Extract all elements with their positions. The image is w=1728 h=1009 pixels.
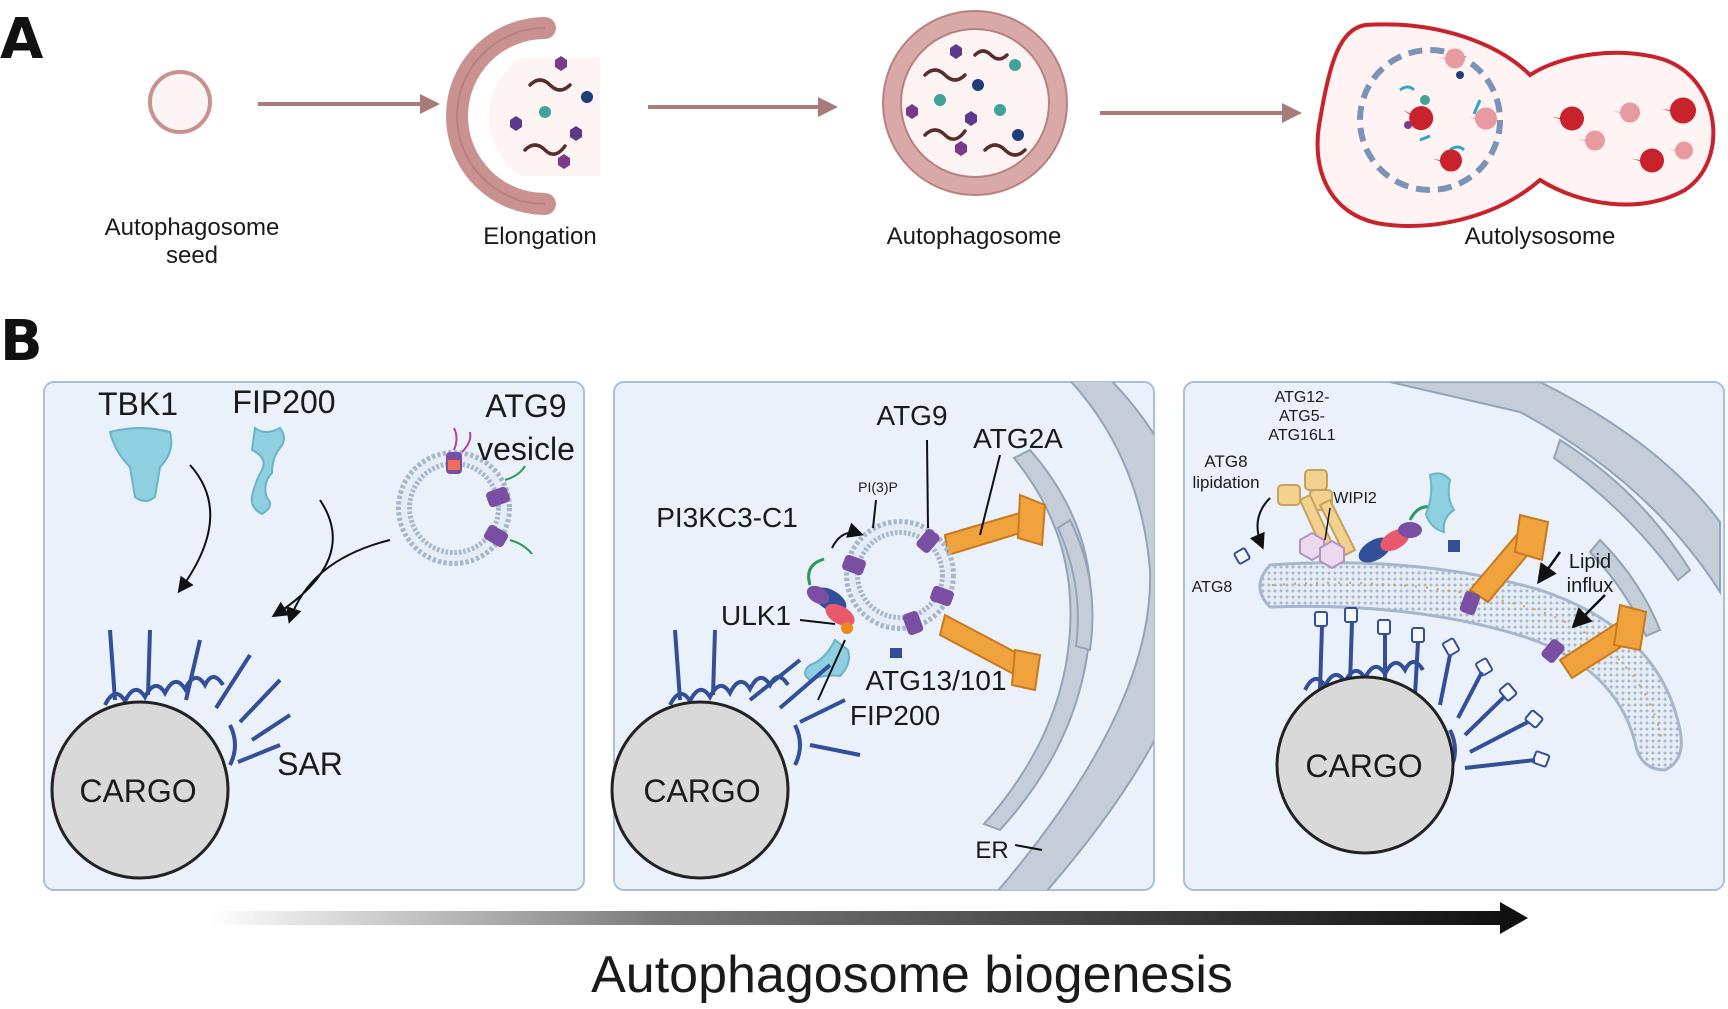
sar-receptors — [1303, 621, 1536, 771]
ulk1-label: ULK1 — [721, 600, 791, 631]
atg9-protein-icon — [1541, 639, 1565, 663]
atg8-label: ATG8 — [1192, 579, 1233, 596]
panel-a-letter: A — [0, 7, 44, 72]
atg12-label-line1: ATG12- — [1275, 389, 1330, 406]
atg8-lipidation-label-line1: ATG8 — [1204, 452, 1247, 471]
atg12-label-line2: ATG5- — [1279, 408, 1325, 425]
autolysosome-icon — [1315, 22, 1716, 228]
pi3kc3-label: PI3KC3-C1 — [656, 502, 798, 533]
pi3p-label: PI(3)P — [858, 479, 898, 495]
atg9-vesicle-icon — [396, 427, 533, 566]
atg8-lipidation-label-line2: lipidation — [1192, 473, 1259, 492]
lipid-influx-arrow — [1571, 594, 1606, 629]
pi3kc3-ulk1-complex — [804, 557, 902, 682]
ulk1-pi3kc3-cluster — [1358, 472, 1460, 563]
tbk1-protein-icon — [108, 427, 173, 502]
atg2a-label: ATG2A — [973, 423, 1063, 454]
lipid-influx-label-line1: Lipid — [1569, 551, 1611, 573]
atg12-label-line3: ATG16L1 — [1268, 427, 1335, 444]
fip200-label: FIP200 — [232, 384, 335, 420]
atg2a-rods — [1468, 513, 1648, 680]
box-3-expansion: ATG12- ATG5- ATG16L1 ATG8 lipidation WIP… — [1183, 381, 1725, 891]
biogenesis-progress-arrow — [206, 902, 1528, 934]
tbk1-recruit-arrow — [177, 464, 212, 594]
atg13-label: ATG13/101 — [865, 665, 1006, 696]
sar-receptors — [668, 629, 861, 766]
cargo-label: CARGO — [79, 773, 196, 809]
elongation-icon — [446, 17, 600, 215]
atg9-vesicle-icon — [842, 519, 956, 635]
box-2-nucleation: ATG9 ATG2A PI(3)P PI3KC3-C1 ULK1 ATG13/1… — [610, 381, 1155, 891]
atg9-vesicle-label-line1: ATG9 — [485, 388, 566, 424]
cargo-label: CARGO — [1305, 748, 1422, 784]
atg12-atg5-atg16l1-complex — [1277, 469, 1357, 570]
cargo-label: CARGO — [643, 773, 760, 809]
atg9-label: ATG9 — [876, 400, 947, 431]
atg9-recruit-arrow — [286, 539, 391, 624]
er-membrane — [982, 382, 1154, 890]
fip200-label: FIP200 — [850, 700, 940, 731]
box-1-initiation: TBK1 FIP200 ATG9 vesicle CARGO SAR — [43, 381, 585, 891]
atg8-lipidation-arrow — [1249, 497, 1271, 550]
seed-label-line1: Autophagosome — [105, 214, 280, 241]
cargo-circle — [610, 700, 790, 880]
autophagosome-label: Autophagosome — [887, 223, 1062, 250]
lipid-influx-arrow — [1537, 551, 1562, 585]
fip200-protein-icon — [250, 426, 285, 516]
atg2a-rods — [938, 493, 1047, 692]
seed-label-line2: seed — [166, 242, 218, 269]
autophagosome-seed-icon — [148, 70, 212, 134]
fip200-recruit-arrow — [271, 499, 334, 618]
tbk1-label: TBK1 — [98, 386, 178, 422]
wipi2-leader — [1324, 507, 1331, 541]
sar-label: SAR — [277, 746, 343, 782]
wipi2-label: WIPI2 — [1333, 490, 1377, 507]
pi3p-arrow — [831, 522, 864, 549]
cargo-circle — [50, 700, 230, 880]
sar-receptors — [103, 629, 292, 766]
panel-b-letter: B — [0, 309, 43, 374]
box-2-leader-lines — [799, 439, 1043, 851]
autolysosome-label: Autolysosome — [1465, 223, 1616, 250]
er-label: ER — [975, 837, 1008, 864]
biogenesis-title: Autophagosome biogenesis — [591, 946, 1233, 1004]
atg9-vesicle-label-line2: vesicle — [477, 431, 575, 467]
lipid-influx-label-line2: influx — [1567, 575, 1614, 597]
cargo-circle — [1275, 675, 1455, 855]
elongation-label: Elongation — [483, 223, 596, 250]
atg9-protein-icon — [1459, 591, 1481, 615]
autophagosome-icon — [882, 10, 1068, 196]
